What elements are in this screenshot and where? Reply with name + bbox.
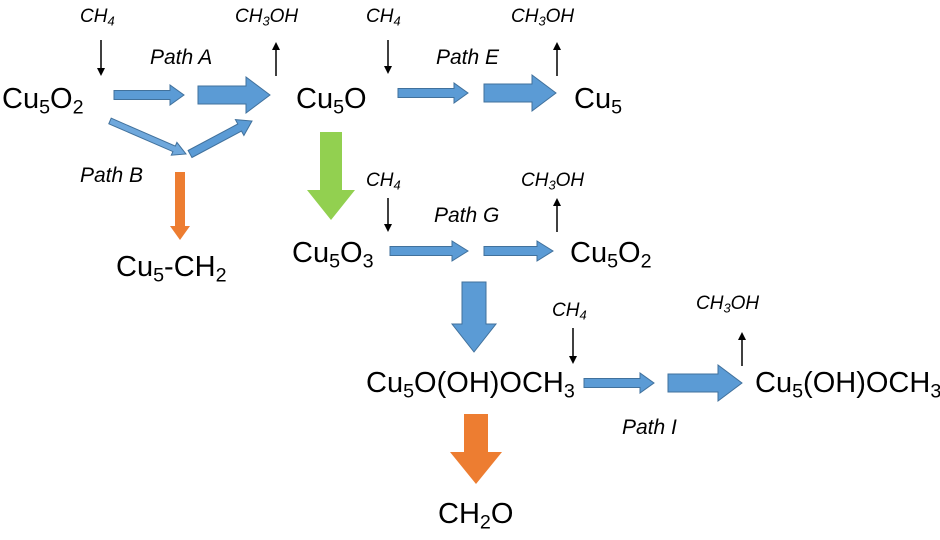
species-ch2o: CH2O [438, 498, 514, 534]
ch4-input-path-a: CH4 [80, 6, 115, 29]
path-g-arrow-right [483, 240, 554, 262]
cu5o-to-cu5o3-green-arrow [307, 132, 355, 220]
path-a-label: Path A [150, 46, 213, 69]
ch4-input-path-g: CH4 [366, 170, 401, 193]
ch3oh-out-arrow-path-e [553, 42, 561, 76]
ch4-input-path-i: CH4 [552, 300, 587, 323]
species-cu5-oh-och3: Cu5(OH)OCH3 [755, 367, 940, 403]
path-b-arrow-down [108, 117, 187, 156]
path-i-arrow-small [583, 372, 655, 394]
path-i-arrow-large [667, 364, 743, 402]
ch3oh-out-arrow-path-a [272, 42, 280, 76]
ch4-in-arrow-path-i [569, 328, 577, 364]
species-cu5o2-product: Cu5O2 [570, 237, 652, 273]
path-g-arrow-left [389, 240, 469, 262]
cu5o3-to-cu5o-oh-och3-arrow [450, 281, 498, 353]
path-e-arrow-large [483, 74, 557, 112]
cu5o-oh-och3-to-ch2o-orange-arrow [450, 414, 502, 484]
ch3oh-out-arrow-path-g [553, 198, 561, 232]
species-cu5o2-start: Cu5O2 [2, 83, 84, 119]
species-cu5o3: Cu5O3 [292, 237, 374, 273]
path-b-to-cu5-ch2-orange-arrow [170, 172, 190, 240]
species-cu5o: Cu5O [296, 83, 367, 119]
species-cu5-ch2: Cu5-CH2 [116, 251, 227, 287]
ch4-input-path-e: CH4 [366, 6, 401, 29]
path-e-label: Path E [436, 46, 500, 69]
species-cu5: Cu5 [574, 83, 623, 119]
species-cu5o-oh-och3: Cu5O(OH)OCH3 [366, 367, 575, 403]
ch3oh-output-path-e: CH3OH [511, 6, 575, 29]
ch3oh-output-path-a: CH3OH [235, 6, 299, 29]
path-a-arrow-large [197, 76, 271, 114]
path-e-arrow-small [397, 82, 469, 104]
ch4-in-arrow-path-e [384, 40, 392, 74]
path-b-arrow-up [187, 119, 253, 159]
ch3oh-output-path-i: CH3OH [696, 293, 760, 316]
ch4-in-arrow-path-a [97, 40, 105, 76]
path-i-label: Path I [622, 416, 677, 439]
path-b-label: Path B [80, 164, 144, 187]
ch3oh-out-arrow-path-i [738, 332, 746, 366]
path-g-label: Path G [434, 204, 500, 227]
path-a-arrow-small [113, 84, 185, 106]
ch3oh-output-path-g: CH3OH [521, 170, 585, 193]
ch4-in-arrow-path-g [384, 198, 392, 232]
